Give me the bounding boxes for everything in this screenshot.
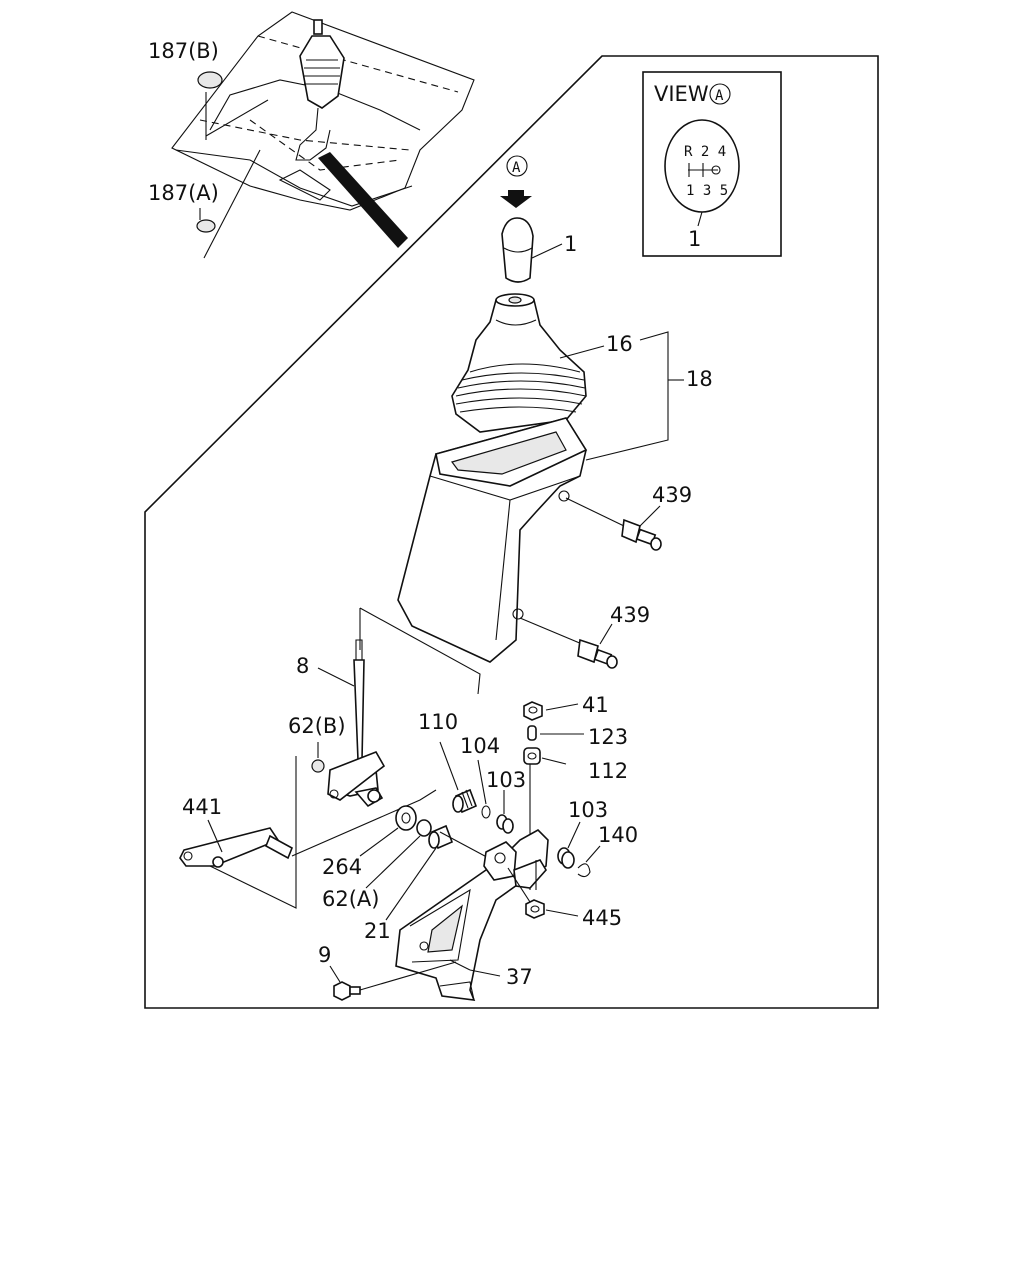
shift-pattern-bottom: 1 3 5 — [686, 183, 728, 199]
view-a-box — [642, 71, 782, 257]
callout-18: 18 — [686, 367, 713, 391]
callout-187b: 187(B) — [148, 39, 219, 63]
view-a-marker-circle — [709, 83, 731, 105]
callout-41: 41 — [582, 693, 609, 717]
plug-187b — [197, 71, 223, 89]
collar-103-left — [496, 814, 514, 834]
view-a-inset: VIEW A R 2 4 1 3 5 1 — [642, 71, 782, 257]
callout-21: 21 — [364, 919, 391, 943]
clip-104 — [481, 805, 491, 819]
vehicle-floor-locator — [171, 11, 475, 259]
leader-1 — [531, 243, 563, 259]
callout-187a: 187(A) — [148, 181, 219, 205]
callout-123: 123 — [588, 725, 628, 749]
view-a-marker-letter: A — [715, 88, 724, 104]
callout-445: 445 — [582, 906, 622, 930]
shift-lever — [327, 639, 386, 808]
bushing-112 — [523, 747, 541, 765]
screw-439-lower — [519, 617, 618, 669]
bushing-110 — [452, 788, 478, 814]
nut-41 — [523, 701, 543, 721]
shift-pattern-icon — [688, 163, 721, 177]
nut-445 — [525, 899, 545, 919]
spacer-123 — [527, 725, 537, 741]
washer-62a — [416, 819, 432, 837]
direction-arrow-icon — [500, 190, 532, 208]
callout-62b: 62(B) — [288, 714, 346, 738]
collar-103-right — [557, 847, 575, 869]
screw-439-upper — [565, 497, 662, 551]
locator-pointer — [318, 152, 408, 248]
callout-37: 37 — [506, 965, 533, 989]
shift-pattern-top: R 2 4 — [684, 144, 726, 160]
callout-439-lower: 439 — [610, 603, 650, 627]
callout-1: 1 — [564, 232, 577, 256]
link-rod-441 — [179, 827, 294, 868]
pin-21 — [428, 824, 454, 850]
diagram-frame — [144, 55, 879, 1009]
callout-104: 104 — [460, 734, 500, 758]
plug-187a — [196, 219, 216, 233]
callout-264: 264 — [322, 855, 362, 879]
callout-view-1: 1 — [688, 227, 701, 251]
callout-112: 112 — [588, 759, 628, 783]
callout-110: 110 — [418, 710, 458, 734]
bracket-37 — [395, 829, 549, 1001]
callout-140: 140 — [598, 823, 638, 847]
leader-16 — [559, 345, 605, 359]
shift-knob — [501, 217, 534, 283]
callout-9: 9 — [318, 943, 331, 967]
callout-103-right: 103 — [568, 798, 608, 822]
direction-marker-letter: A — [512, 160, 521, 176]
bushing-264 — [395, 805, 417, 831]
callout-16: 16 — [606, 332, 633, 356]
callout-439-upper: 439 — [652, 483, 692, 507]
leader-8 — [317, 667, 355, 687]
shift-boot — [451, 293, 587, 433]
callout-441: 441 — [182, 795, 222, 819]
callout-103-left: 103 — [486, 768, 526, 792]
view-direction-marker: A — [500, 155, 532, 208]
shift-console — [397, 417, 588, 663]
callout-8: 8 — [296, 654, 309, 678]
callout-62a: 62(A) — [322, 887, 379, 911]
washer-62b — [311, 759, 325, 773]
bracket-18 — [585, 331, 669, 461]
bolt-9 — [333, 981, 361, 1001]
leader-view-1 — [697, 211, 703, 227]
leader-441 — [207, 819, 223, 853]
view-a-title: VIEW — [654, 82, 709, 106]
clip-140 — [577, 863, 591, 878]
